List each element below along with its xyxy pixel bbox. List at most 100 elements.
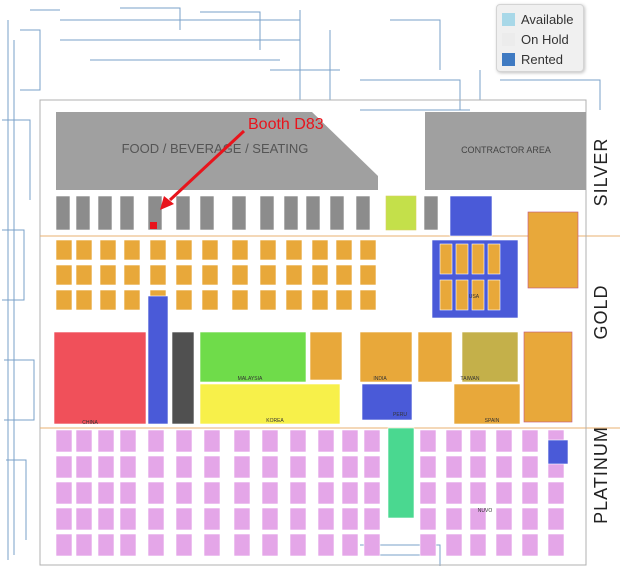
platinum-booth[interactable] xyxy=(419,533,437,557)
platinum-booth[interactable] xyxy=(469,429,487,453)
silver-booth[interactable] xyxy=(147,195,163,231)
gold-booth[interactable] xyxy=(527,211,579,289)
platinum-booth[interactable] xyxy=(233,533,251,557)
platinum-booth[interactable] xyxy=(175,533,193,557)
platinum-booth[interactable] xyxy=(203,507,221,531)
platinum-booth[interactable] xyxy=(175,455,193,479)
platinum-booth[interactable] xyxy=(175,429,193,453)
gold-booth[interactable] xyxy=(99,239,117,261)
gold-booth[interactable] xyxy=(311,239,329,261)
platinum-booth[interactable] xyxy=(75,455,93,479)
silver-booth[interactable] xyxy=(283,195,299,231)
platinum-booth[interactable] xyxy=(495,481,513,505)
gold-booth[interactable] xyxy=(123,239,141,261)
gold-booth[interactable] xyxy=(335,264,353,286)
platinum-booth[interactable] xyxy=(261,455,279,479)
platinum-booth[interactable] xyxy=(341,429,359,453)
gold-booth[interactable] xyxy=(201,239,219,261)
platinum-booth[interactable] xyxy=(119,507,137,531)
platinum-booth[interactable] xyxy=(363,533,381,557)
china-pavilion[interactable] xyxy=(53,331,147,425)
gold-booth[interactable] xyxy=(75,289,93,311)
platinum-booth[interactable] xyxy=(521,507,539,531)
gold-booth[interactable] xyxy=(75,239,93,261)
platinum-booth[interactable] xyxy=(469,481,487,505)
platinum-booth[interactable] xyxy=(261,429,279,453)
platinum-booth[interactable] xyxy=(233,455,251,479)
gold-booth[interactable] xyxy=(471,279,485,311)
platinum-booth[interactable] xyxy=(175,481,193,505)
korea-pavilion[interactable] xyxy=(199,383,341,425)
on-hold-block[interactable] xyxy=(171,331,195,425)
silver-booth[interactable] xyxy=(423,195,439,231)
gold-booth[interactable] xyxy=(311,264,329,286)
platinum-booth[interactable] xyxy=(495,455,513,479)
platinum-booth[interactable] xyxy=(55,533,73,557)
silver-booth[interactable] xyxy=(259,195,275,231)
platinum-booth[interactable] xyxy=(317,481,335,505)
platinum-booth[interactable] xyxy=(521,481,539,505)
platinum-booth[interactable] xyxy=(547,507,565,531)
platinum-booth[interactable] xyxy=(75,429,93,453)
gold-booth[interactable] xyxy=(487,279,501,311)
gold-booth[interactable] xyxy=(311,289,329,311)
platinum-booth[interactable] xyxy=(363,455,381,479)
platinum-booth[interactable] xyxy=(147,507,165,531)
gold-booth[interactable] xyxy=(439,279,453,311)
platinum-booth[interactable] xyxy=(261,533,279,557)
gold-booth[interactable] xyxy=(175,289,193,311)
platinum-booth[interactable] xyxy=(119,429,137,453)
gold-booth[interactable] xyxy=(149,264,167,286)
gold-booth[interactable] xyxy=(523,331,573,423)
platinum-booth[interactable] xyxy=(445,507,463,531)
platinum-booth[interactable] xyxy=(97,455,115,479)
taiwan-pavilion[interactable] xyxy=(461,331,519,383)
gold-booth[interactable] xyxy=(201,264,219,286)
gold-booth[interactable] xyxy=(359,264,377,286)
gold-booth[interactable] xyxy=(259,289,277,311)
gold-booth[interactable] xyxy=(231,264,249,286)
platinum-booth[interactable] xyxy=(55,429,73,453)
silver-booth[interactable] xyxy=(355,195,371,231)
platinum-booth[interactable] xyxy=(363,429,381,453)
platinum-booth[interactable] xyxy=(289,429,307,453)
silver-booth[interactable] xyxy=(97,195,113,231)
gold-booth[interactable] xyxy=(359,239,377,261)
gold-booth[interactable] xyxy=(231,239,249,261)
india-pavilion[interactable] xyxy=(359,331,413,383)
platinum-booth[interactable] xyxy=(75,507,93,531)
gold-booth[interactable] xyxy=(439,243,453,275)
platinum-booth[interactable] xyxy=(261,507,279,531)
gold-booth[interactable] xyxy=(123,264,141,286)
platinum-booth[interactable] xyxy=(55,507,73,531)
gold-booth[interactable] xyxy=(55,239,73,261)
platinum-booth[interactable] xyxy=(445,429,463,453)
gold-booth[interactable] xyxy=(285,289,303,311)
gold-booth[interactable] xyxy=(285,264,303,286)
silver-booth[interactable] xyxy=(231,195,247,231)
malaysia-pavilion[interactable] xyxy=(199,331,307,383)
platinum-booth[interactable] xyxy=(55,455,73,479)
rented-block[interactable] xyxy=(361,383,413,421)
platinum-booth[interactable] xyxy=(547,533,565,557)
platinum-booth[interactable] xyxy=(233,507,251,531)
gold-booth[interactable] xyxy=(487,243,501,275)
platinum-booth[interactable] xyxy=(419,481,437,505)
platinum-booth[interactable] xyxy=(75,533,93,557)
rented-block[interactable] xyxy=(547,439,569,465)
gold-booth[interactable] xyxy=(335,239,353,261)
gold-booth[interactable] xyxy=(359,289,377,311)
gold-booth[interactable] xyxy=(309,331,343,381)
gold-booth[interactable] xyxy=(259,239,277,261)
platinum-booth[interactable] xyxy=(97,507,115,531)
gold-booth[interactable] xyxy=(149,239,167,261)
platinum-booth[interactable] xyxy=(341,481,359,505)
platinum-booth[interactable] xyxy=(521,429,539,453)
platinum-booth[interactable] xyxy=(363,481,381,505)
silver-booth[interactable] xyxy=(175,195,191,231)
gold-booth[interactable] xyxy=(259,264,277,286)
silver-booth[interactable] xyxy=(199,195,215,231)
platinum-booth[interactable] xyxy=(55,481,73,505)
gold-booth[interactable] xyxy=(99,289,117,311)
gold-booth[interactable] xyxy=(455,279,469,311)
